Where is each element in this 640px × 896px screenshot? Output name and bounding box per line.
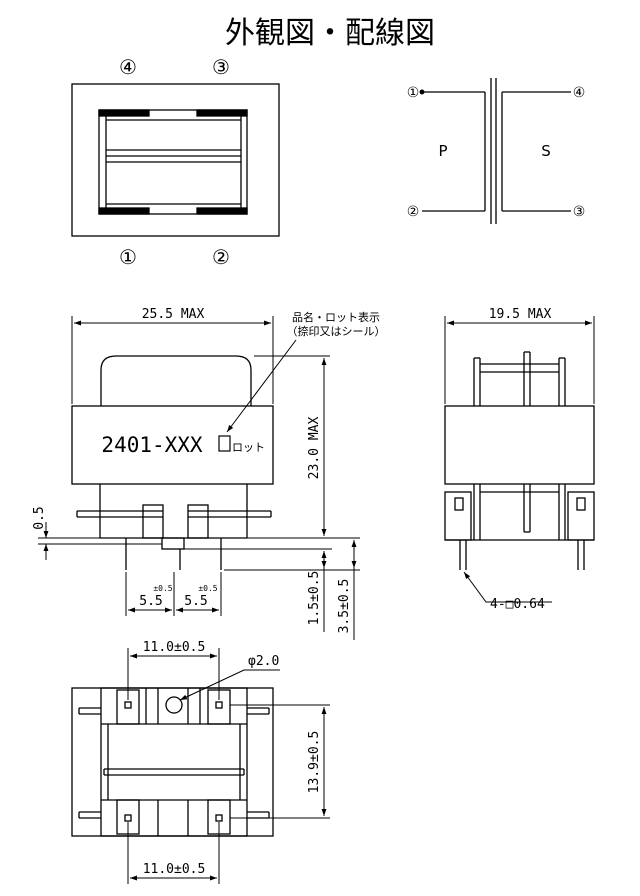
top-view-pin-1: ① bbox=[119, 245, 137, 269]
schematic-pin-3: ③ bbox=[573, 204, 586, 220]
schematic-pin-4: ④ bbox=[573, 85, 586, 101]
bottom-bottom-dimension bbox=[127, 822, 220, 884]
marking-note-line2: （捺印又はシール） bbox=[287, 324, 386, 338]
secondary-label: S bbox=[541, 142, 551, 160]
pin-size-label: 4-□0.64 bbox=[490, 597, 545, 612]
top-view-pin-2: ② bbox=[212, 245, 230, 269]
pin-size-leader bbox=[463, 571, 552, 603]
bottom-top-label: 11.0±0.5 bbox=[143, 640, 206, 655]
side-width-label: 19.5 MAX bbox=[489, 307, 552, 322]
lead-dim-b: 3.5±0.5 bbox=[337, 579, 352, 634]
bottom-depth-dimension bbox=[230, 704, 330, 819]
lead-dimensions bbox=[184, 537, 360, 640]
pitch-left-tolerance: ±0.5 bbox=[153, 584, 172, 593]
bottom-view bbox=[71, 687, 274, 837]
product-code: 2401-XXX bbox=[101, 433, 203, 457]
top-view bbox=[71, 83, 280, 237]
page-title: 外観図・配線図 bbox=[225, 16, 435, 51]
side-view bbox=[444, 351, 595, 570]
pitch-left: 5.5 bbox=[139, 594, 162, 609]
lot-box bbox=[218, 435, 231, 452]
side-width-dimension bbox=[444, 316, 595, 404]
bottom-top-dimension bbox=[127, 648, 220, 700]
bottom-depth-label: 13.9±0.5 bbox=[307, 731, 322, 794]
front-height-label: 23.0 MAX bbox=[307, 417, 322, 480]
standoff-dimension bbox=[38, 522, 162, 560]
marking-leader bbox=[226, 339, 297, 433]
front-width-dimension bbox=[71, 316, 274, 404]
pitch-right-tolerance: ±0.5 bbox=[198, 584, 217, 593]
schematic-pin-2: ② bbox=[407, 204, 420, 220]
front-width-label: 25.5 MAX bbox=[142, 307, 205, 322]
top-view-pin-3: ③ bbox=[212, 55, 230, 79]
schematic-pin-1: ① bbox=[407, 85, 420, 101]
pitch-right: 5.5 bbox=[184, 594, 207, 609]
hole-leader bbox=[179, 669, 280, 701]
standoff-label: 0.5 bbox=[32, 506, 47, 529]
front-view bbox=[71, 355, 274, 570]
primary-label: P bbox=[438, 142, 447, 160]
bottom-bottom-label: 11.0±0.5 bbox=[143, 862, 206, 877]
hole-label: φ2.0 bbox=[248, 654, 279, 669]
top-view-pin-4: ④ bbox=[119, 55, 137, 79]
pitch-dimension bbox=[125, 572, 222, 616]
marking-note-line1: 品名・ロット表示 bbox=[292, 310, 380, 324]
schematic bbox=[419, 78, 571, 224]
lot-label: ロット bbox=[232, 441, 265, 454]
lead-dim-a: 1.5±0.5 bbox=[307, 571, 322, 626]
